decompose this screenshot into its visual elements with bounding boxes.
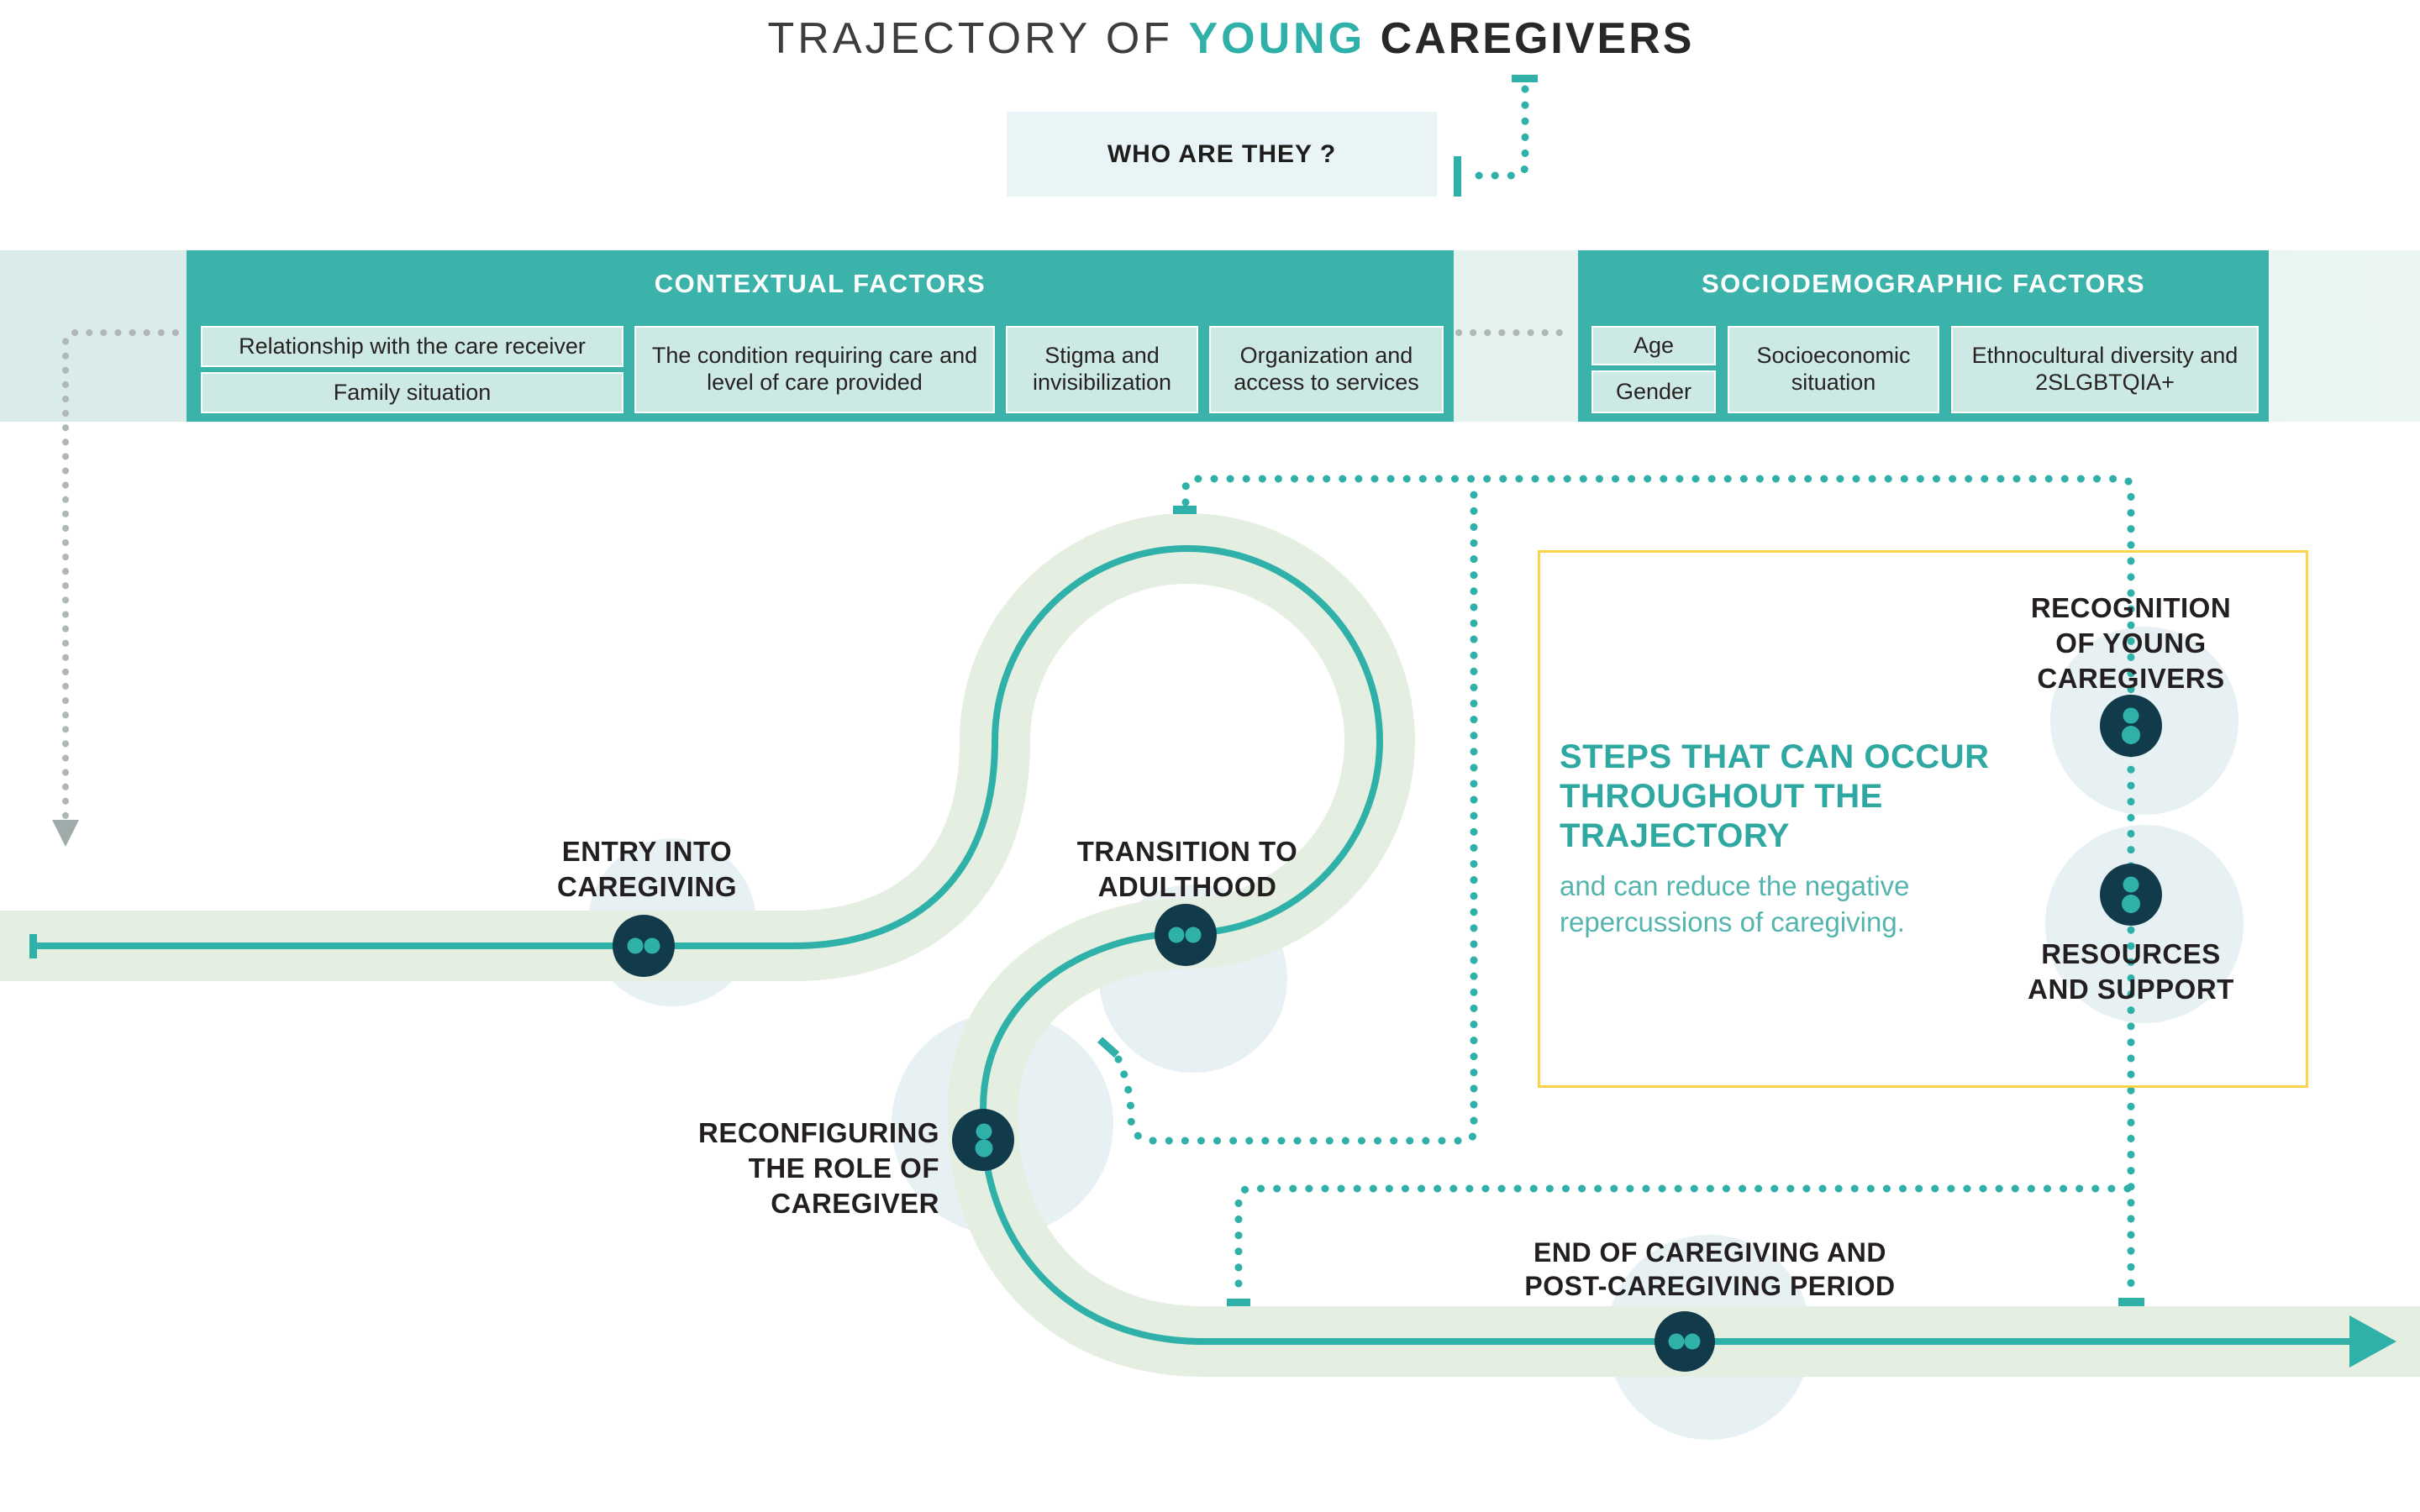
title-highlight: YOUNG <box>1188 14 1366 63</box>
factor-item: Relationship with the care receiver <box>201 326 623 367</box>
contextual-dotted-connector <box>62 329 193 820</box>
factor-item: Ethnocultural diversity and 2SLGBTQIA+ <box>1951 326 2259 413</box>
steps-box-text: STEPS THAT CAN OCCUR THROUGHOUT THE TRAJ… <box>1560 738 2114 940</box>
factor-item: Socioeconomic situation <box>1728 326 1939 413</box>
entry-label: ENTRY INTO CAREGIVING <box>556 836 738 902</box>
end-left-tick <box>1227 1299 1250 1306</box>
loop-top-tick <box>1173 506 1197 514</box>
contextual-factors-header: CONTEXTUAL FACTORS <box>654 269 986 298</box>
transition-label: TRANSITION TO ADULTHOOD <box>1076 836 1298 902</box>
trajectory-line <box>34 545 2351 1345</box>
gray-down-arrow-icon <box>52 820 79 847</box>
steps-subtitle: and can reduce the negative repercussion… <box>1560 870 1910 937</box>
recognition-label: RECOGNITION OF YOUNG CAREGIVERS <box>2030 592 2232 694</box>
steps-title: STEPS THAT CAN OCCUR THROUGHOUT THE TRAJ… <box>1560 738 1990 854</box>
end-label: END OF CAREGIVING AND POST-CAREGIVING PE… <box>1524 1237 1896 1301</box>
title-connector-dash <box>1512 75 1538 82</box>
factor-item: Family situation <box>201 372 623 413</box>
end-dotted-connector <box>1234 1184 2133 1288</box>
factor-item: The condition requiring care and level o… <box>634 326 995 413</box>
steps-dotted-connector-main <box>1181 475 2135 1296</box>
trajectory-start-tick <box>29 934 37 958</box>
resources-halo <box>2045 825 2244 1023</box>
steps-box-outline <box>1538 550 2308 1088</box>
resources-milestone-dot <box>2100 864 2162 926</box>
title-prefix: TRAJECTORY OF <box>767 14 1189 63</box>
reconfiguring-milestone-dot <box>952 1109 1014 1171</box>
contextual-factors-box: CONTEXTUAL FACTORS Relationship with the… <box>187 250 1454 422</box>
factor-item: Gender <box>1591 370 1716 413</box>
page-title: TRAJECTORY OF YOUNG CAREGIVERS <box>768 13 1695 64</box>
end-right-tick <box>2118 1298 2144 1306</box>
scurve-tick <box>1097 1037 1120 1058</box>
title-suffix: CAREGIVERS <box>1365 14 1695 63</box>
who-box-tick <box>1454 156 1461 197</box>
sociodemographic-factors-box: SOCIODEMOGRAPHIC FACTORS Age Gender Soci… <box>1578 250 2269 422</box>
title-dotted-connector <box>1466 85 1529 180</box>
factor-item: Age <box>1591 326 1716 365</box>
who-are-they-label: WHO ARE THEY ? <box>1107 139 1337 168</box>
resources-label: RESOURCES AND SUPPORT <box>2028 938 2234 1005</box>
factor-item: Organization and access to services <box>1209 326 1444 413</box>
sociodemographic-factors-header: SOCIODEMOGRAPHIC FACTORS <box>1701 269 2146 298</box>
who-are-they-box: WHO ARE THEY ? <box>1007 112 1437 197</box>
transition-milestone-dot <box>1155 904 1217 966</box>
trajectory-end-arrow-icon <box>2349 1315 2396 1368</box>
recognition-milestone-dot <box>2100 695 2162 757</box>
end-milestone-dot <box>1655 1311 1715 1372</box>
entry-milestone-dot <box>613 915 675 977</box>
factor-item: Stigma and invisibilization <box>1006 326 1198 413</box>
reconfiguring-label: RECONFIGURING THE ROLE OF CAREGIVER <box>698 1117 939 1219</box>
steps-dotted-connector-left <box>1114 479 1478 1145</box>
